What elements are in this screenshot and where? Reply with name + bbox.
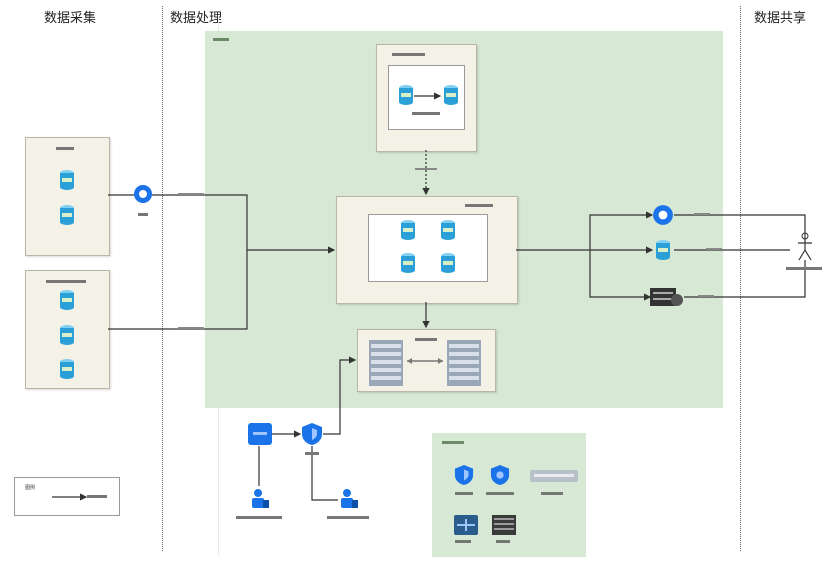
user-caption <box>236 516 282 519</box>
database-icon <box>444 85 458 105</box>
network-device-icon <box>454 515 478 535</box>
label-line-source2 <box>178 327 204 329</box>
security-item-caption <box>496 540 510 543</box>
security-panel <box>432 433 586 557</box>
database-icon <box>656 240 670 260</box>
label-line-gateway <box>178 193 204 195</box>
security-item-caption <box>455 492 473 495</box>
user-icon <box>341 489 358 508</box>
line-output-top <box>589 211 654 250</box>
shield-icon <box>302 423 322 445</box>
line-gateway-central <box>152 194 336 254</box>
user-caption <box>327 516 369 519</box>
shield-icon <box>454 465 474 485</box>
storage-link <box>407 358 443 364</box>
user-icon <box>252 489 269 508</box>
security-item-caption <box>455 540 471 543</box>
user-icon <box>798 232 812 261</box>
consumer-caption <box>786 267 822 270</box>
storage-caption <box>415 338 437 341</box>
separator-process-share <box>740 6 741 551</box>
column-title-process: 数据处理 <box>170 11 223 26</box>
top-cluster-caption <box>392 53 425 56</box>
vpn-icon <box>248 423 272 445</box>
label-line-out3 <box>698 295 714 297</box>
database-icon <box>60 325 74 345</box>
database-icon <box>60 205 74 225</box>
label-top-central <box>415 168 437 170</box>
database-icon <box>441 220 455 240</box>
database-icon <box>60 290 74 310</box>
line-shield-user <box>311 446 338 501</box>
separator-collect-process <box>162 6 163 551</box>
gateway-icon <box>653 205 673 225</box>
line-source2-central <box>108 250 248 330</box>
security-item-caption <box>486 492 514 495</box>
server-rack-icon <box>530 470 578 482</box>
source-box-1 <box>25 137 110 256</box>
server-rack-icon <box>369 340 403 386</box>
shield-icon <box>490 465 510 485</box>
gateway-icon <box>134 185 152 203</box>
column-title-collect: 数据采集 <box>44 11 97 26</box>
line-output-bottom <box>589 250 652 301</box>
security-panel-caption <box>442 441 464 444</box>
central-cluster-inner <box>368 214 488 282</box>
database-icon <box>401 253 415 273</box>
server-rack-icon <box>447 340 481 386</box>
line-consumer-bottom <box>684 260 806 298</box>
database-icon <box>399 85 413 105</box>
legend-item-label <box>87 495 107 498</box>
central-cluster-box <box>336 196 518 304</box>
processing-panel-caption <box>213 38 229 41</box>
database-icon <box>60 359 74 379</box>
legend-title: 图例 <box>25 485 36 491</box>
source-box-2-caption <box>46 280 86 283</box>
line-shield-storage <box>323 356 357 435</box>
label-line-out1 <box>694 213 710 215</box>
line-consumer-top <box>674 214 806 240</box>
database-icon <box>401 220 415 240</box>
server-rack-icon <box>492 515 516 535</box>
source-box-1-caption <box>56 147 74 150</box>
gateway-caption <box>138 213 148 216</box>
server-rack-icon <box>650 288 683 306</box>
label-line-out2 <box>706 248 722 250</box>
shield-caption <box>305 452 319 455</box>
database-icon <box>60 170 74 190</box>
database-icon <box>441 253 455 273</box>
top-cluster-inner-caption <box>412 112 440 115</box>
column-title-share: 数据共享 <box>754 11 807 26</box>
central-cluster-caption <box>465 204 493 207</box>
security-item-caption <box>541 492 563 495</box>
